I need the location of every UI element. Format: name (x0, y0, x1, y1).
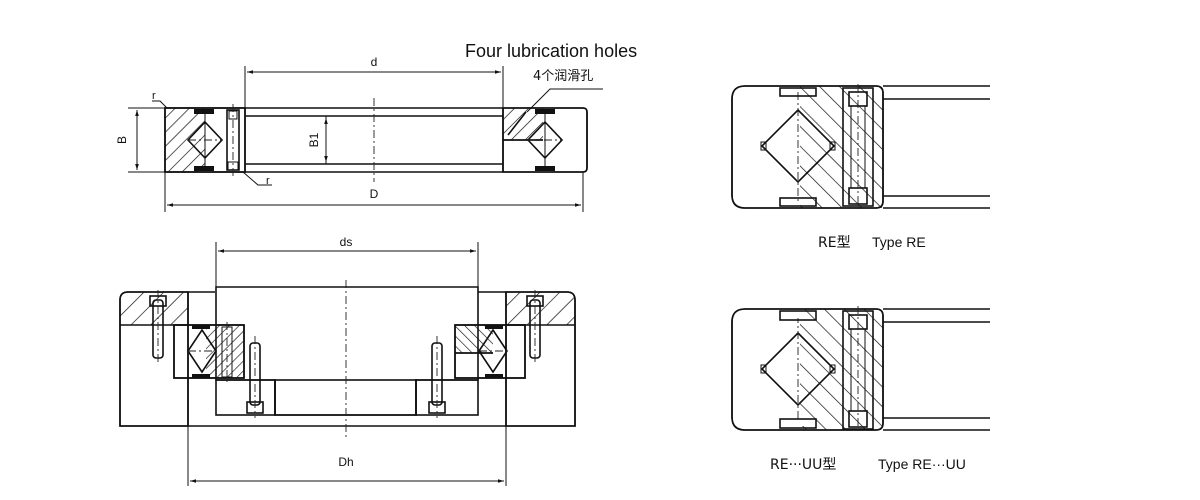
type-re-uu-section: RE···UU型 Type RE···UU (731, 306, 990, 473)
dim-label-D: D (370, 187, 379, 201)
type-re-caption-en: Type RE (872, 234, 926, 250)
dim-label-ds: ds (340, 235, 353, 249)
top-section-view: d D B B1 r r Four lubrication holes 4个润滑… (115, 41, 637, 212)
type-re-uu-caption-en: Type RE···UU (878, 456, 966, 472)
radius-label-top: r (152, 90, 156, 102)
type-re-uu-caption-cn: RE···UU型 (770, 457, 836, 473)
dim-label-Dh: Dh (338, 455, 353, 469)
dim-label-B: B (115, 136, 129, 144)
lubrication-holes-title: Four lubrication holes (465, 41, 637, 61)
dim-label-d: d (371, 55, 378, 69)
left-ring-section (164, 104, 246, 176)
mounting-section-view: ds Dh (119, 235, 576, 486)
radius-label-bottom: r (266, 175, 270, 187)
dim-label-B1: B1 (307, 132, 321, 147)
type-re-caption-cn: RE型 (818, 235, 851, 251)
type-re-section: RE型 Type RE (731, 84, 990, 251)
right-ring-section (502, 107, 588, 173)
lubrication-holes-title-cn: 4个润滑孔 (533, 69, 593, 84)
